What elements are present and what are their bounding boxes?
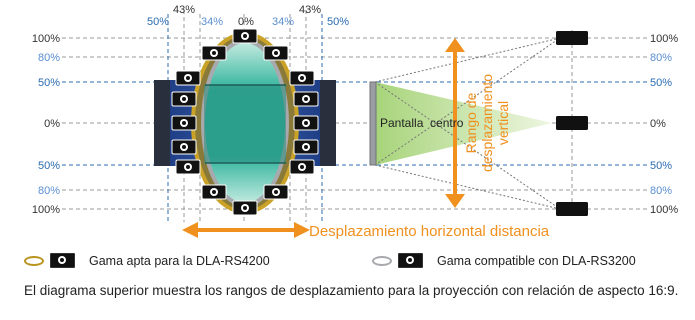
projector-icon <box>293 115 319 131</box>
horizontal-range-arrow <box>182 222 310 238</box>
top-label-50-right: 50% <box>327 16 349 28</box>
projector-icon <box>556 31 588 45</box>
vertical-range-arrow <box>445 38 465 208</box>
horizontal-shift-label: Desplazamiento horizontal distancia <box>309 223 550 240</box>
projector-icon <box>50 253 75 268</box>
beam-line-top-bottom <box>374 81 561 210</box>
legend-gray-text: Gama compatible con DLA-RS3200 <box>437 253 636 268</box>
projector-icon <box>289 159 315 175</box>
projection-beam <box>375 82 552 165</box>
footnote: El diagrama superior muestra los rangos … <box>24 283 679 298</box>
projector-icon <box>263 45 289 61</box>
projector-icon <box>293 91 319 107</box>
projector-icon <box>171 139 197 155</box>
vertical-range-line-3: vertical <box>495 101 511 145</box>
projector-icon <box>289 70 315 86</box>
right-labels: 100% 80% 50% 0% 50% 80% 100% <box>650 33 678 216</box>
projector-icon <box>293 139 319 155</box>
top-label-34-left: 34% <box>201 16 223 28</box>
right-label-80-top: 80% <box>650 52 672 64</box>
projector-icon <box>175 70 201 86</box>
lens-shift-diagram: 50% 43% 34% 0% 34% 43% 50% 100% 80% 50% … <box>32 4 678 240</box>
legend: Gama apta para la DLA-RS4200 Gama compat… <box>0 253 695 275</box>
screen-center-label: Pantalla centro <box>380 116 464 130</box>
left-dark-panel <box>154 80 170 166</box>
top-label-43-right: 43% <box>299 4 321 16</box>
legend-gold-text: Gama apta para la DLA-RS4200 <box>89 253 270 268</box>
right-label-80-bottom: 80% <box>650 185 672 197</box>
top-labels: 50% 43% 34% 0% 34% 43% 50% <box>147 4 349 28</box>
projector-icon <box>556 116 588 130</box>
gray-ring-icon <box>372 255 392 266</box>
right-label-100-top: 100% <box>650 33 678 45</box>
center-screen-band <box>204 85 286 163</box>
left-label-100-bottom: 100% <box>32 204 60 216</box>
projector-icon <box>201 184 227 200</box>
left-labels: 100% 80% 50% 0% 50% 80% 100% <box>32 33 60 216</box>
gold-ring-icon <box>24 255 44 266</box>
right-label-100-bottom: 100% <box>650 204 678 216</box>
projector-icon <box>556 202 588 216</box>
projector-icon <box>201 45 227 61</box>
projector-icon <box>171 115 197 131</box>
beam-line-bottom-100 <box>374 37 561 166</box>
top-label-50-left: 50% <box>147 16 169 28</box>
right-label-50-top: 50% <box>650 77 672 89</box>
projector-icon <box>398 253 423 268</box>
projector-icon <box>263 184 289 200</box>
projector-icon <box>171 91 197 107</box>
vertical-range-label: Rango de desplazamiento vertical <box>463 74 511 172</box>
legend-item-gold: Gama apta para la DLA-RS4200 <box>24 253 270 268</box>
left-label-50-bottom: 50% <box>38 160 60 172</box>
left-label-0: 0% <box>44 118 60 130</box>
right-label-0: 0% <box>650 118 666 130</box>
left-label-50-top: 50% <box>38 77 60 89</box>
left-label-100-top: 100% <box>32 33 60 45</box>
top-label-34-right: 34% <box>272 16 294 28</box>
beam-line-top-100 <box>374 37 561 83</box>
left-label-80-top: 80% <box>38 52 60 64</box>
beam-line-bottom-bottom <box>374 164 561 210</box>
legend-item-gray: Gama compatible con DLA-RS3200 <box>372 253 636 268</box>
top-label-0: 0% <box>238 16 254 28</box>
side-screen <box>369 81 377 166</box>
vertical-range-line-1: Rango de <box>463 92 479 153</box>
projector-icon <box>175 159 201 175</box>
right-label-50-bottom: 50% <box>650 160 672 172</box>
right-dark-panel <box>320 80 336 166</box>
vertical-range-line-2: desplazamiento <box>479 74 495 172</box>
left-label-80-bottom: 80% <box>38 185 60 197</box>
top-label-43-left: 43% <box>173 4 195 16</box>
projector-icon <box>232 28 258 44</box>
projector-icon <box>232 200 258 216</box>
